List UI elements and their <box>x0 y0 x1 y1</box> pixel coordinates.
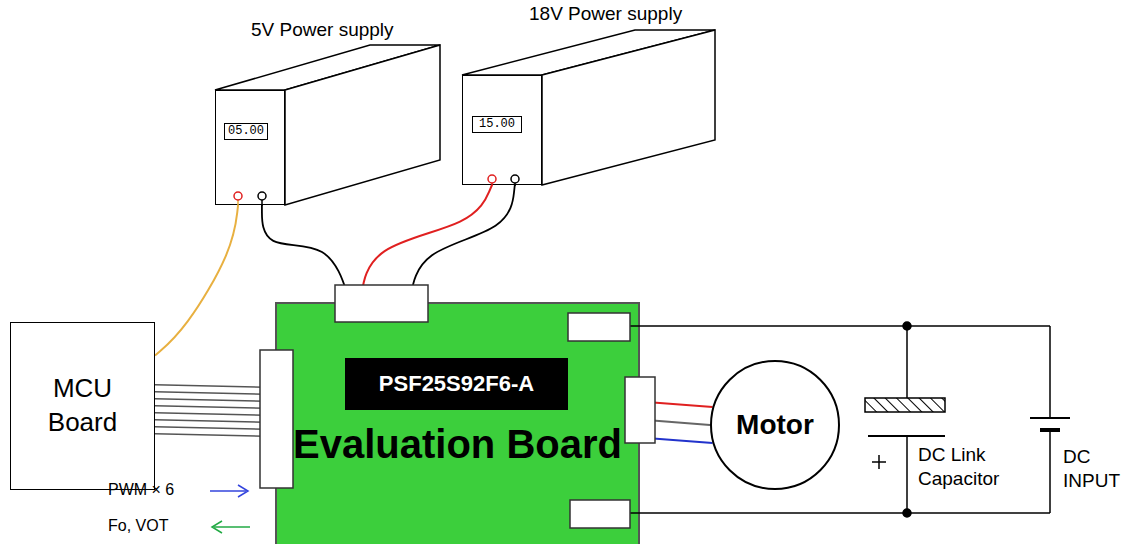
wire <box>361 185 492 302</box>
display-reading: 15.00 <box>472 116 522 133</box>
wire-connector <box>361 185 492 302</box>
capacitor-symbol-part <box>868 435 945 437</box>
wire <box>640 420 710 426</box>
power-supply-18v-body-part <box>542 30 715 185</box>
supply-title: 5V Power supply <box>251 19 394 41</box>
wire-connector <box>155 385 275 437</box>
power-supply: 18V Power supply15.00 <box>462 75 542 185</box>
dc-bus-wires-part <box>630 325 1050 327</box>
capacitor-symbol-part <box>906 436 908 513</box>
signal-arrows <box>210 485 250 533</box>
signal-name: Fo, VOT <box>108 517 168 535</box>
dc-bus-wires-part <box>903 322 911 330</box>
wire <box>155 413 275 416</box>
battery-symbol-part <box>1030 417 1070 419</box>
part-number-plate: PSF25S92F6-A <box>345 358 568 410</box>
wire <box>155 434 275 437</box>
wire <box>155 385 275 388</box>
signal-name: PWM × 6 <box>108 481 174 499</box>
capacitor-symbol-part <box>865 398 945 412</box>
motor-label: Motor <box>736 409 814 441</box>
board-title: Evaluation Board <box>277 422 638 467</box>
motor: Motor <box>710 360 840 490</box>
dc-bus-wires-part <box>630 512 1050 514</box>
component-label: DC INPUT <box>1063 445 1125 493</box>
part-number: PSF25S92F6-A <box>379 371 534 397</box>
wire <box>262 205 350 302</box>
wire <box>155 392 275 395</box>
dc-bus-wires-part <box>903 509 911 517</box>
power-supply: 5V Power supply05.00 <box>215 90 285 205</box>
capacitor-symbol-part <box>872 461 886 463</box>
wire-connector <box>262 205 350 302</box>
power-supply-5v-body <box>215 45 440 205</box>
wire <box>155 406 275 409</box>
wire-connector <box>410 185 515 302</box>
evaluation-board: Evaluation Board PSF25S92F6-A <box>275 302 640 544</box>
signal-arrows-part <box>238 485 248 497</box>
board-name: MCU Board <box>33 372 133 440</box>
wire <box>155 399 275 402</box>
capacitor-symbol-part <box>878 455 880 469</box>
wire <box>410 185 515 302</box>
signal-arrows-part <box>214 526 250 528</box>
wire <box>155 205 238 356</box>
battery-symbol-part <box>1049 326 1051 418</box>
display-reading: 05.00 <box>224 123 268 140</box>
power-supply-5v-body-part <box>285 45 440 205</box>
signal-arrows-part <box>210 490 246 492</box>
supply-title: 18V Power supply <box>529 3 682 25</box>
wire-connector <box>155 205 238 356</box>
wire <box>640 438 713 444</box>
component-label: DC Link Capacitor <box>918 443 1028 491</box>
power-supply-18v-body-part <box>462 30 715 75</box>
power-supply-18v-body <box>462 30 715 185</box>
capacitor-symbol-part <box>906 326 908 398</box>
wire <box>640 402 713 408</box>
dc-bus-wires <box>630 322 1050 517</box>
wire <box>155 427 275 430</box>
wire <box>155 420 275 423</box>
battery-symbol-part <box>1049 430 1051 513</box>
battery-symbol-part <box>1040 428 1060 432</box>
signal-arrows-part <box>212 521 222 533</box>
mcu-board: MCU Board <box>10 322 155 490</box>
wire-connector <box>640 402 713 444</box>
power-supply-5v-body-part <box>215 45 440 90</box>
